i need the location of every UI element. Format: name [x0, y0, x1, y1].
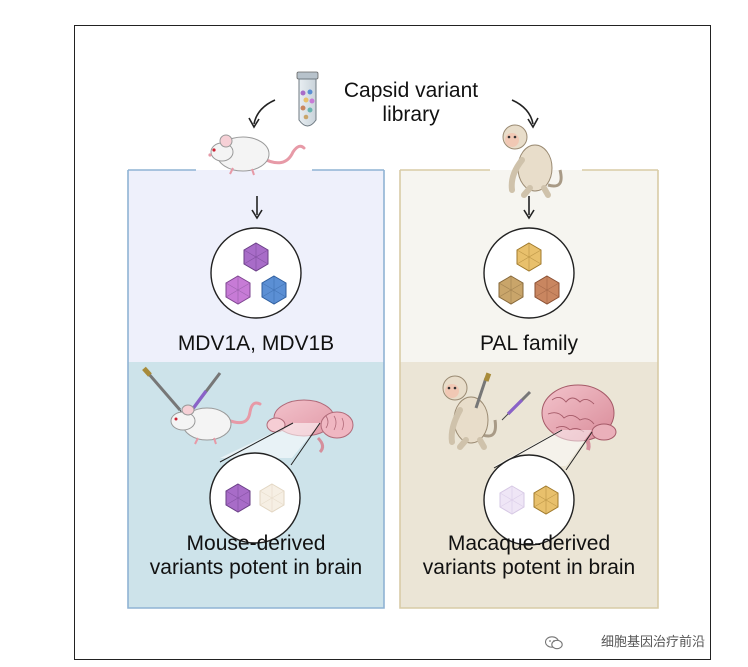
- mouse-brain-caption-line1: Mouse-derived: [186, 532, 326, 555]
- macaque-brain-caption: Macaque-derived variants potent in brain: [400, 532, 658, 580]
- test-tube-icon: [296, 71, 319, 127]
- macaque-variants-caption: PAL family: [479, 332, 579, 355]
- macaque-brain-caption-line2: variants potent in brain: [422, 556, 636, 579]
- library-title-line2: library: [382, 103, 440, 126]
- mouse-brain-illustration: [266, 399, 354, 454]
- down-arrow-macaque-icon: [523, 196, 535, 220]
- capsid-faint-icon: [259, 483, 285, 513]
- curved-arrow-right-icon: [511, 99, 539, 129]
- mouse-illustration: [208, 134, 306, 176]
- library-title: Capsid variant library: [325, 79, 497, 127]
- mouse-injection-illustration: [142, 366, 262, 445]
- wechat-icon: [545, 636, 563, 650]
- macaque-brain-caption-line1: Macaque-derived: [447, 532, 611, 555]
- macaque-capsid-circle: [483, 227, 575, 319]
- capsid-purple-icon: [243, 242, 269, 272]
- capsid-yellow-icon: [533, 485, 559, 515]
- macaque-illustration: [502, 124, 563, 198]
- curved-arrow-left-icon: [248, 99, 276, 129]
- library-title-line1: Capsid variant: [343, 79, 479, 102]
- mouse-brain-caption-line2: variants potent in brain: [149, 556, 363, 579]
- mouse-zoom-wedge: [220, 423, 320, 458]
- macaque-brain-capsid-circle: [483, 454, 575, 546]
- macaque-injection-illustration: [442, 372, 532, 450]
- capsid-purple-icon: [225, 483, 251, 513]
- capsid-blue-icon: [261, 275, 287, 305]
- watermark-text: 细胞基因治疗前沿: [600, 635, 705, 650]
- capsid-tan-icon: [498, 275, 524, 305]
- mouse-variants-caption: MDV1A, MDV1B: [177, 332, 335, 355]
- capsid-yellow-icon: [516, 242, 542, 272]
- capsid-brown-icon: [534, 275, 560, 305]
- capsid-faint-purple-icon: [499, 485, 525, 515]
- mouse-brain-caption: Mouse-derived variants potent in brain: [128, 532, 384, 580]
- mouse-capsid-circle: [210, 227, 302, 319]
- mouse-brain-capsid-circle: [209, 452, 301, 544]
- down-arrow-mouse-icon: [251, 196, 263, 220]
- capsid-magenta-icon: [225, 275, 251, 305]
